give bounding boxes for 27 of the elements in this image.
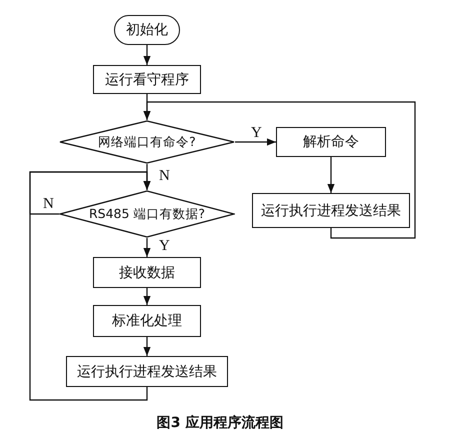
figure-caption: 图3 应用程序流程图 bbox=[156, 414, 284, 432]
terminal-box bbox=[114, 15, 180, 45]
flow-arrow bbox=[143, 238, 151, 257]
node-label: RS485 端口有数据? bbox=[88, 206, 206, 222]
flow-arrow bbox=[143, 288, 151, 305]
node-label: 运行执行进程发送结果 bbox=[261, 202, 401, 220]
node-label: 标准化处理 bbox=[112, 312, 182, 330]
node-label: 运行看守程序 bbox=[105, 70, 189, 88]
process-box bbox=[93, 65, 201, 94]
process-box bbox=[276, 127, 386, 157]
node-label: 初始化 bbox=[126, 21, 168, 39]
node-label: 网络端口有命令? bbox=[98, 134, 196, 150]
node-label: 解析命令 bbox=[303, 133, 359, 151]
flow-arrow bbox=[143, 337, 151, 356]
decision-diamond bbox=[59, 120, 235, 164]
decision-diamond bbox=[59, 190, 235, 238]
node-label: 接收数据 bbox=[119, 264, 175, 282]
process-box bbox=[66, 356, 228, 387]
process-box bbox=[252, 193, 410, 228]
flow-arrow bbox=[235, 138, 276, 146]
process-box bbox=[93, 305, 201, 337]
flow-arrow bbox=[327, 157, 335, 193]
flow-arrow bbox=[143, 101, 416, 239]
process-box bbox=[93, 257, 201, 288]
flow-arrow bbox=[29, 171, 151, 215]
node-label: 运行执行进程发送结果 bbox=[77, 362, 217, 380]
flow-arrow bbox=[143, 45, 151, 65]
